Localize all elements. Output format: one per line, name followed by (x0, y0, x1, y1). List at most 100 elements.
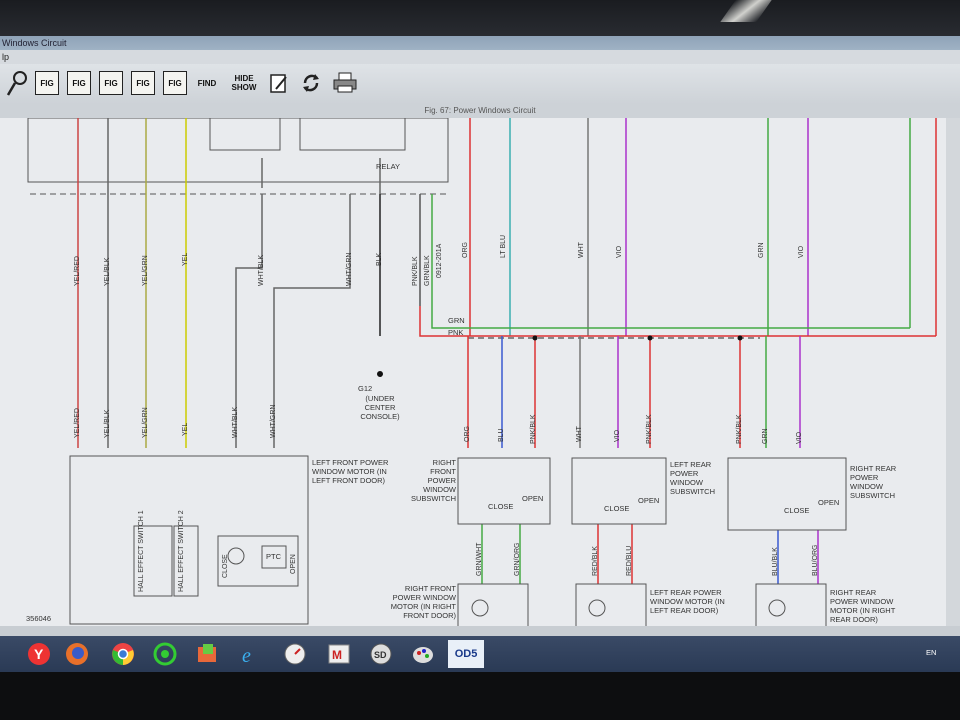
sd-icon: SD (370, 643, 392, 665)
rr-close: CLOSE (784, 506, 810, 515)
fig-icon: FIG (35, 71, 59, 95)
wire-org-lower: ORG (464, 426, 471, 442)
lr-close: CLOSE (604, 504, 630, 513)
wire-yel-lower: YEL (182, 422, 189, 436)
fig-next-button[interactable]: FIG (160, 68, 190, 98)
wire-vio-rr-lower: VIO (796, 431, 803, 444)
taskbar-firefox[interactable] (62, 640, 92, 668)
gauge-icon (284, 643, 306, 665)
svg-text:SD: SD (374, 650, 387, 660)
language-indicator[interactable]: EN (926, 648, 937, 657)
hall1-label: HALL EFFECT SWITCH 1 (138, 510, 145, 592)
fig-back-icon: FIG (131, 71, 155, 95)
monitor-bezel-bottom (0, 672, 960, 720)
paint-icon (413, 647, 433, 663)
fig-hand-button[interactable]: FIG (96, 68, 126, 98)
magnifier-icon (6, 71, 27, 96)
wire-red-blk: RED/BLK (592, 546, 599, 576)
wire-yel-grn: YEL/GRN (142, 255, 149, 286)
ground-id: G12 (358, 384, 373, 393)
wire-blu: BLU (498, 428, 505, 442)
fig-prev-button[interactable]: FIG (64, 68, 94, 98)
wire-wht-grn: WHT/GRN (346, 252, 353, 286)
figure-title: Fig. 67: Power Windows Circuit (0, 104, 960, 118)
yandex-icon: Y (28, 643, 50, 665)
light-glare (720, 0, 772, 22)
edit-icon (270, 74, 287, 93)
taskbar-yandex[interactable]: Y (24, 640, 54, 668)
bus-pnk: PNK (448, 328, 464, 337)
wire-blu-blk: BLU/BLK (772, 547, 779, 576)
wire-wht-blk-lower: WHT/BLK (232, 406, 239, 438)
refresh-button[interactable] (296, 68, 326, 98)
fig-back-button[interactable]: FIG (128, 68, 158, 98)
connector-0912: 0912-201A (436, 243, 443, 278)
wire-pnk-blk-rr: PNK/BLK (736, 414, 743, 444)
ptc-label: PTC (266, 552, 281, 561)
music-app-icon: M (328, 644, 350, 664)
printer-icon (333, 72, 357, 93)
wire-vio-rr: VIO (798, 245, 805, 258)
taskbar-gauge[interactable] (280, 640, 310, 668)
svg-text:e: e (242, 645, 251, 666)
wire-wht: WHT (578, 242, 585, 258)
wire-wht-lower: WHT (576, 426, 583, 442)
fig-button[interactable]: FIG (32, 68, 62, 98)
print-button[interactable] (330, 68, 360, 98)
hide-show-label: HIDE SHOW (231, 74, 257, 92)
wire-yel-red: YEL/RED (74, 256, 81, 286)
wire-blu-org: BLU/ORG (812, 544, 819, 576)
fig-prev-icon: FIG (67, 71, 91, 95)
rf-subswitch-label: RIGHT FRONT POWER WINDOW SUBSWITCH (411, 458, 456, 503)
rf-motor-label: RIGHT FRONT POWER WINDOW MOTOR (IN RIGHT… (390, 584, 456, 620)
taskbar-paint[interactable] (408, 640, 438, 668)
hide-show-button[interactable]: HIDE SHOW (228, 68, 260, 98)
lr-subswitch-label: LEFT REAR POWER WINDOW SUBSWITCH (670, 460, 715, 496)
office-icon (198, 644, 216, 662)
wire-grn: GRN (758, 242, 765, 258)
taskbar-sd[interactable]: SD (366, 640, 396, 668)
od5-label: OD5 (454, 648, 478, 660)
lr-motor-label: LEFT REAR POWER WINDOW MOTOR (IN LEFT RE… (650, 588, 725, 615)
wire-vio: VIO (616, 245, 623, 258)
relay-label: RELAY (376, 162, 401, 171)
wire-pnk-blk-rf: PNK/BLK (530, 414, 537, 444)
monitor-bezel-top (0, 0, 960, 40)
wire-wht-blk: WHT/BLK (258, 254, 265, 286)
window-title: Windows Circuit (0, 36, 960, 50)
menu-bar[interactable]: lp (0, 50, 960, 64)
lr-open: OPEN (638, 496, 660, 505)
taskbar-od5[interactable]: OD5 (448, 640, 484, 668)
firefox-icon (66, 643, 88, 665)
find-label: FIND (197, 78, 217, 88)
wire-yel-red-lower: YEL/RED (74, 408, 81, 438)
taskbar-music[interactable]: M (324, 640, 354, 668)
wire-pnk-blk-lr: PNK/BLK (646, 414, 653, 444)
svg-text:Y: Y (34, 646, 44, 662)
vertical-scrollbar[interactable] (946, 118, 960, 626)
wire-grn-blk: GRN/BLK (424, 255, 431, 286)
rr-subswitch-label: RIGHT REAR POWER WINDOW SUBSWITCH (850, 464, 897, 500)
menu-fragment[interactable]: lp (2, 52, 10, 62)
screen: Windows Circuit lp FIG FIG FIG FIG FIG F… (0, 36, 960, 672)
edit-button[interactable] (264, 68, 294, 98)
taskbar-chrome[interactable] (108, 640, 138, 668)
wire-yel-grn-lower: YEL/GRN (142, 407, 149, 438)
help-pointer-button[interactable] (2, 68, 32, 98)
at-icon (153, 642, 177, 666)
wire-yel-blk: YEL/BLK (104, 257, 111, 286)
fig-hand-icon: FIG (99, 71, 123, 95)
taskbar-office[interactable] (192, 640, 222, 668)
hall2-label: HALL EFFECT SWITCH 2 (178, 510, 185, 592)
svg-text:M: M (332, 648, 342, 662)
fig-next-icon: FIG (163, 71, 187, 95)
find-button[interactable]: FIND (192, 68, 222, 98)
wiring-schematic (27, 118, 937, 626)
taskbar-at[interactable] (150, 640, 180, 668)
wire-vio-lr: VIO (614, 429, 621, 442)
wire-org: ORG (462, 242, 469, 258)
ie-icon: e (242, 645, 251, 666)
taskbar-ie[interactable]: e (236, 640, 266, 668)
refresh-icon (303, 74, 319, 92)
wire-red-blu: RED/BLU (626, 545, 633, 576)
